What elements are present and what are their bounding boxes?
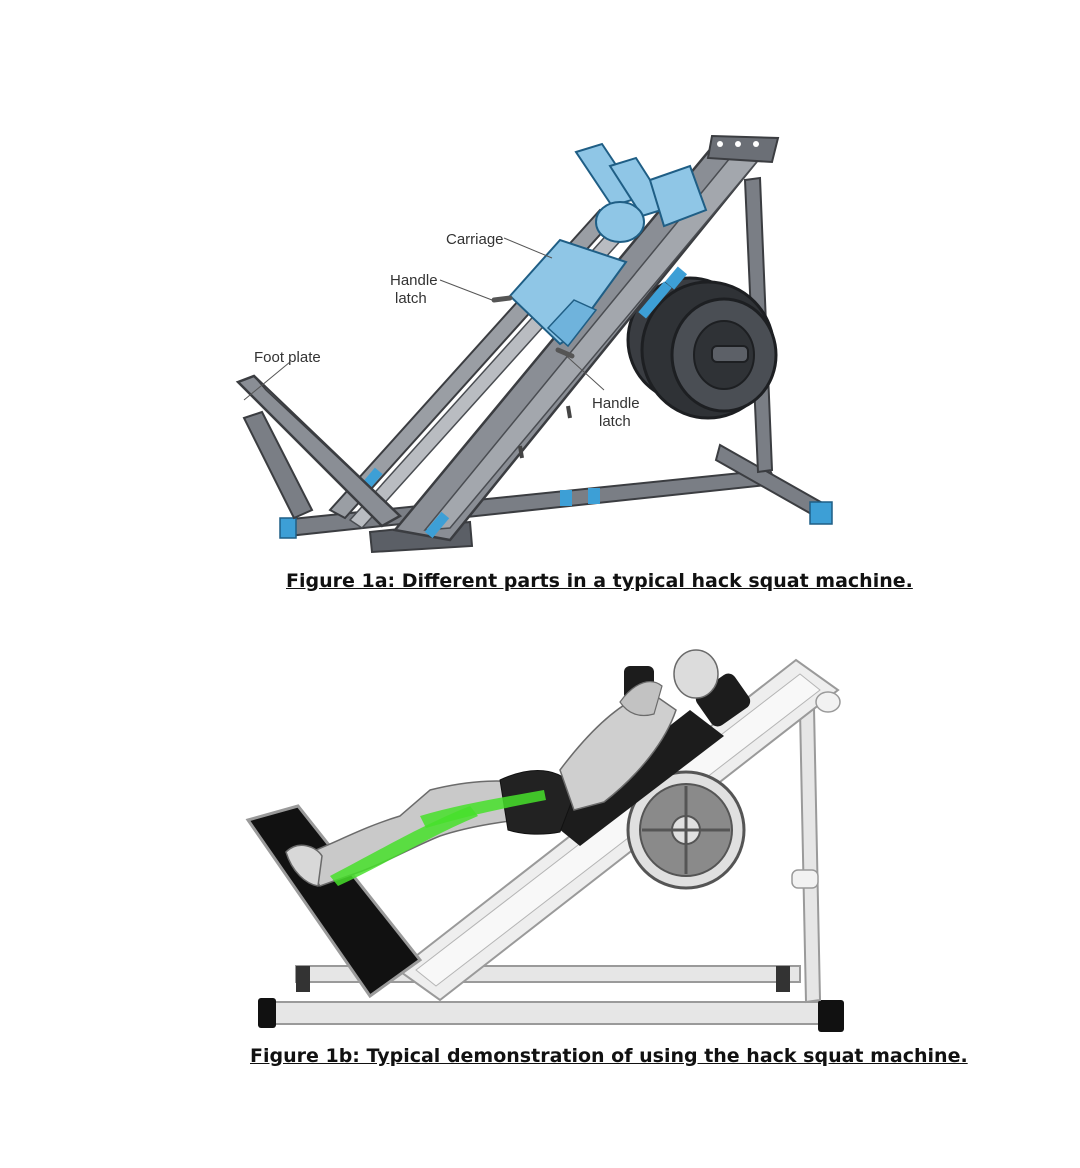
weight-plates: [626, 276, 778, 420]
rear-upright: [798, 706, 822, 1004]
handle-latch-leader-line: [439, 279, 493, 301]
shoulder-pads: [574, 142, 708, 243]
back-pad: [548, 710, 724, 846]
top-frame: [706, 134, 780, 164]
hack-squat-machine-diagram: Carriage Handle latch Handle latch Foot …: [235, 134, 833, 554]
rail-clip: [588, 488, 600, 504]
label-handle-latch-bottom-2: latch: [599, 413, 631, 430]
handle-latch-leader-line: [561, 351, 605, 391]
rail-clip: [560, 490, 572, 506]
label-carriage: Carriage: [446, 231, 504, 248]
peg: [791, 869, 819, 889]
carriage-leader-line: [503, 237, 553, 259]
figure-1b: Figure 1b: Typical demonstration of usin…: [0, 640, 1080, 1080]
label-handle-latch-top-1: Handle: [390, 272, 438, 289]
hack-squat-demonstration-illustration: [245, 649, 844, 1032]
label-foot-plate: Foot plate: [254, 349, 321, 366]
label-handle-latch-bottom-1: Handle: [592, 395, 640, 412]
foot-cap: [279, 517, 297, 539]
athlete-figure: [285, 649, 719, 887]
foot-cap: [818, 1000, 844, 1032]
foot-plate-leader-line: [243, 361, 291, 401]
foot-plate: [235, 374, 403, 528]
label-handle-latch-top-2: latch: [395, 290, 427, 307]
figure-1a-caption: Figure 1a: Different parts in a typical …: [286, 570, 913, 592]
weight-plate: [626, 770, 746, 890]
base-rail: [271, 1001, 829, 1025]
foot-cap: [296, 966, 310, 992]
carriage-back-pad: [491, 238, 628, 359]
figure-1b-caption: Figure 1b: Typical demonstration of usin…: [250, 1045, 968, 1067]
foot-cap: [776, 966, 790, 992]
foot-cap: [809, 501, 833, 525]
foot-cap: [258, 998, 276, 1028]
figure-1a: Carriage Handle latch Handle latch Foot …: [0, 100, 1080, 600]
rail-end-cap: [815, 691, 841, 713]
